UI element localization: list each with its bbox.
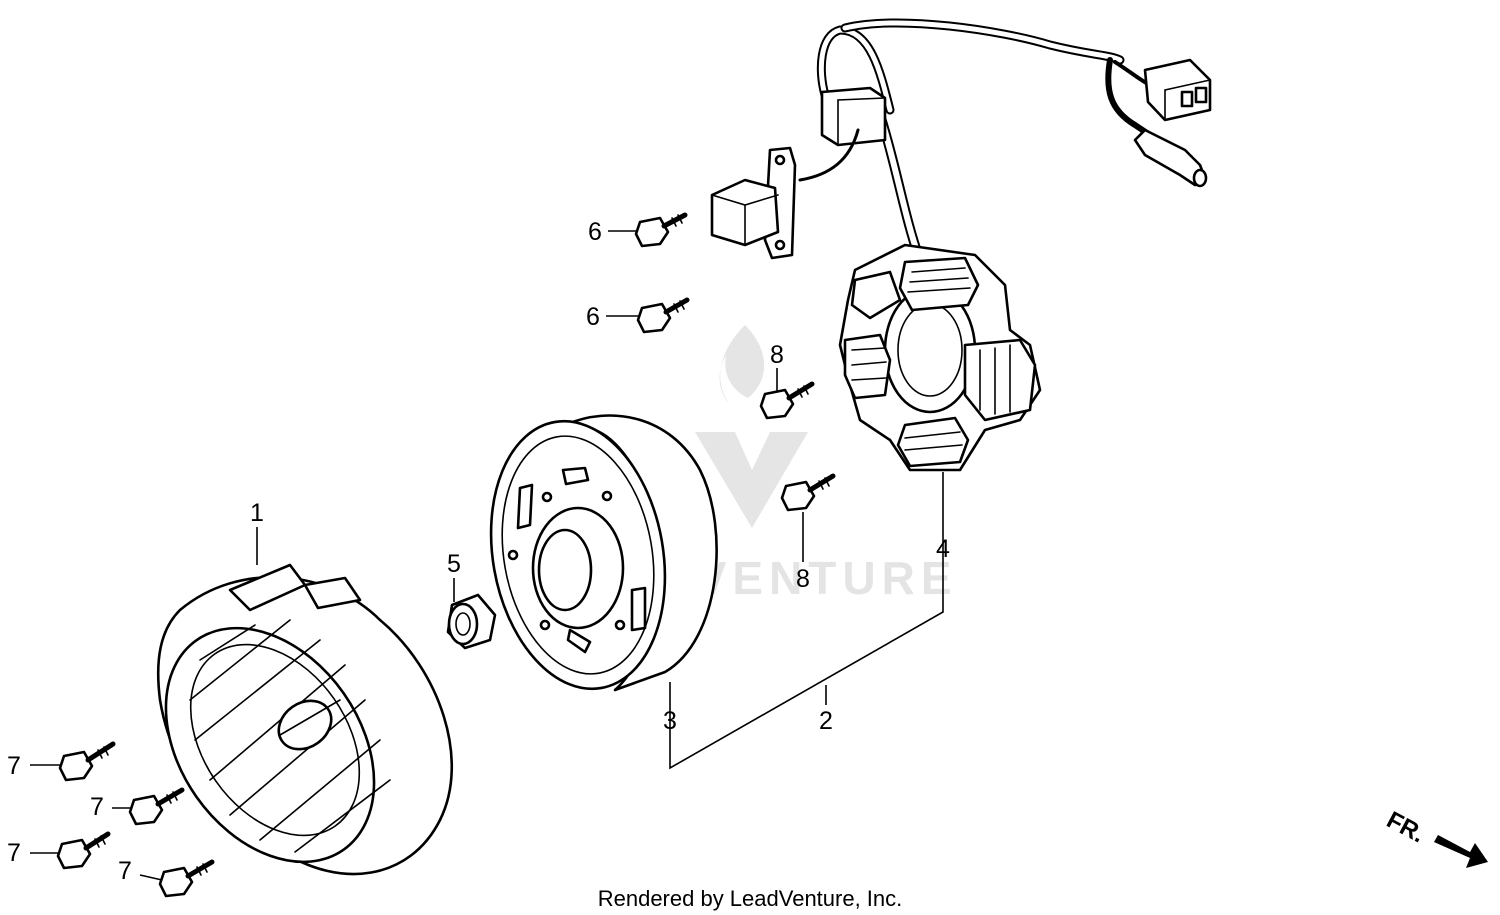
- callout-7-d: 7: [118, 857, 132, 885]
- callout-3: 3: [663, 707, 677, 735]
- callout-1: 1: [250, 499, 264, 527]
- callout-7-b: 7: [90, 793, 104, 821]
- bolt-6-upper-icon: [634, 212, 688, 248]
- bolt-8-upper-icon: [759, 381, 815, 420]
- callout-7-c: 7: [7, 839, 21, 867]
- callout-2: 2: [819, 707, 833, 735]
- callout-6-upper: 6: [588, 218, 602, 246]
- callout-8-lower: 8: [796, 565, 810, 593]
- callout-8-upper: 8: [770, 341, 784, 369]
- bolt-8-lower-icon: [780, 473, 836, 512]
- callout-7-a: 7: [7, 752, 21, 780]
- bolt-7-c-icon: [56, 831, 111, 870]
- bolt-7-b-icon: [128, 787, 185, 826]
- bolt-7-d-icon: [158, 859, 215, 898]
- rendered-by-footer: Rendered by LeadVenture, Inc.: [598, 886, 903, 911]
- front-direction-label: FR.: [1382, 806, 1429, 848]
- wire-harness-icon: [798, 18, 1212, 265]
- leader-lines: [30, 230, 944, 881]
- callout-4: 4: [936, 535, 950, 563]
- callout-6-lower: 6: [586, 303, 600, 331]
- stator-icon: [838, 243, 1042, 472]
- bolt-6-lower-icon: [636, 297, 690, 334]
- flywheel-icon: [489, 414, 718, 692]
- pulser-coil-icon: [710, 146, 797, 260]
- front-direction-marker: FR.: [1382, 806, 1488, 868]
- arrow-right-down-icon: [1434, 835, 1488, 868]
- cooling-fan-icon: [156, 563, 454, 876]
- flange-nut-icon: [446, 593, 497, 650]
- callout-5: 5: [447, 550, 461, 578]
- bolt-7-a-icon: [58, 741, 116, 782]
